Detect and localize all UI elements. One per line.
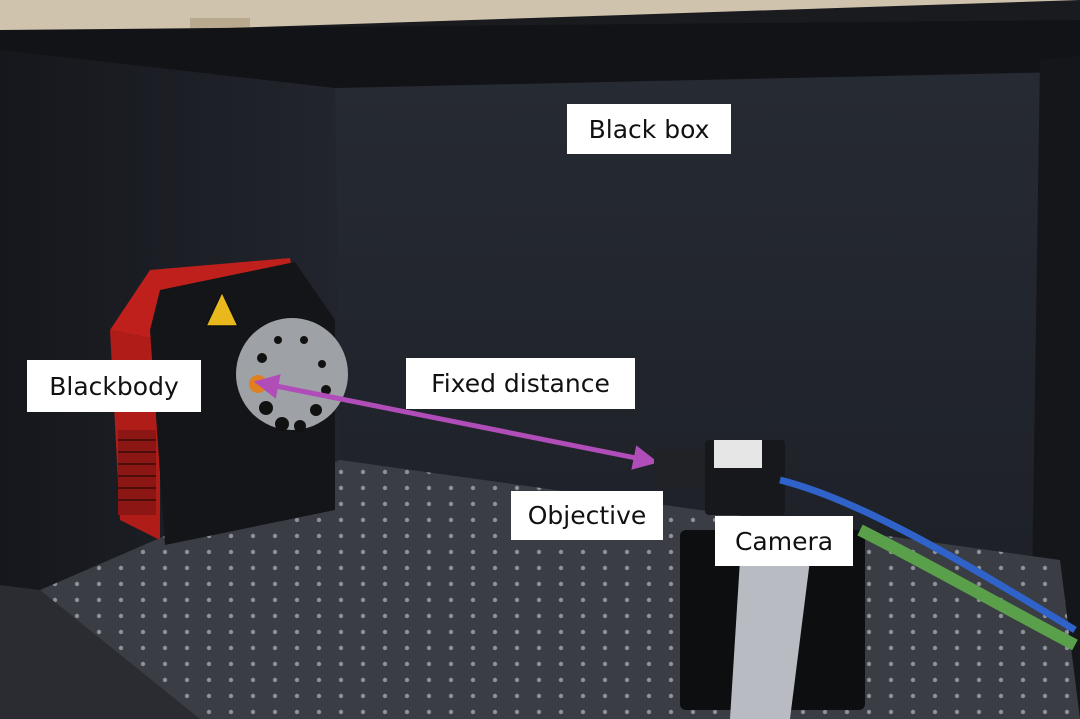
- box-right-frame: [1030, 56, 1080, 719]
- label-objective: Objective: [511, 491, 663, 540]
- label-blackbody: Blackbody: [27, 360, 201, 412]
- camera-label-sticker: [714, 440, 762, 468]
- blue-cable: [779, 476, 1077, 633]
- warning-triangle-icon: [204, 290, 240, 327]
- blackbody-vent: [118, 430, 156, 515]
- filter-wheel: [236, 318, 348, 430]
- tape-strip: [730, 560, 810, 719]
- green-cable: [857, 524, 1078, 651]
- box-front-edge: [0, 585, 200, 719]
- box-top-frame: [0, 20, 1080, 92]
- label-black-box: Black box: [567, 104, 731, 154]
- fixed-distance-arrow: [253, 374, 659, 470]
- label-camera: Camera: [715, 516, 853, 566]
- label-fixed-distance: Fixed distance: [406, 358, 635, 409]
- objective-lens: [654, 450, 709, 488]
- camera-assembly: [654, 440, 1078, 719]
